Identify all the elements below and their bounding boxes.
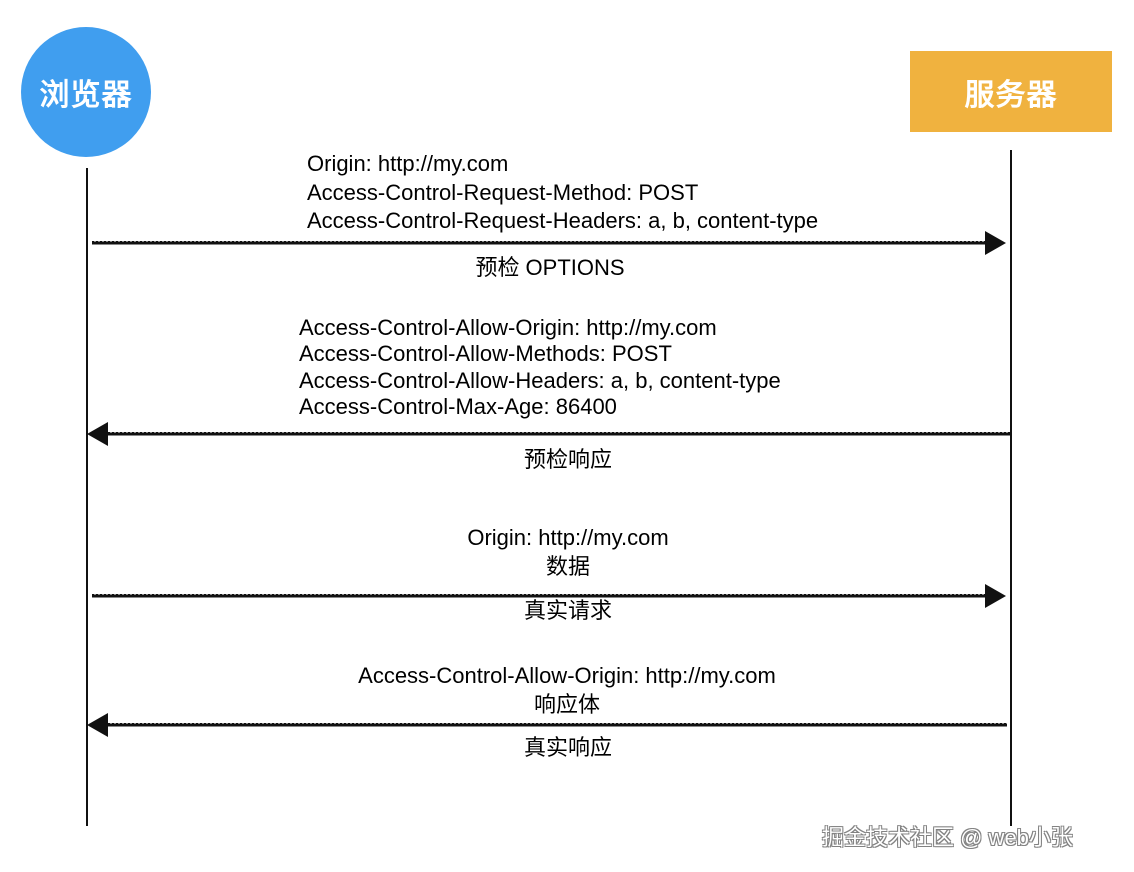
actual-response-arrow (87, 713, 1007, 737)
header-line: Access-Control-Allow-Methods: POST (299, 341, 672, 367)
browser-label: 浏览器 (39, 79, 133, 112)
preflight-response-headers: Access-Control-Allow-Origin: http://my.c… (299, 315, 781, 420)
header-line: 数据 (545, 553, 590, 579)
actual-request-headers: Origin: http://my.com 数据 (418, 524, 718, 581)
actual-response-headers: Access-Control-Allow-Origin: http://my.c… (317, 662, 817, 719)
header-line: Access-Control-Allow-Origin: http://my.c… (299, 315, 717, 340)
actual-request-arrow (92, 584, 1006, 608)
preflight-request-label: 预检 OPTIONS (475, 255, 625, 280)
actual-response-label: 真实响应 (523, 735, 612, 760)
preflight-request-headers: Origin: http://my.com Access-Control-Req… (307, 150, 818, 236)
preflight-request-arrow (92, 231, 1006, 255)
header-line: Access-Control-Allow-Origin: http://my.c… (358, 663, 776, 688)
browser-actor: 浏览器 (21, 27, 151, 157)
header-line: Access-Control-Request-Headers: a, b, co… (307, 208, 819, 233)
watermark: 掘金技术社区 @ web小张 (822, 825, 1073, 850)
header-line: Origin: http://my.com (307, 151, 509, 176)
preflight-response-label: 预检响应 (523, 447, 612, 472)
header-line: Access-Control-Request-Method: POST (307, 179, 699, 205)
header-line: Origin: http://my.com (467, 525, 669, 550)
server-label: 服务器 (964, 78, 1058, 112)
actual-request-label: 真实请求 (523, 598, 612, 623)
preflight-response-arrow (87, 422, 1011, 446)
server-actor: 服务器 (910, 51, 1112, 132)
header-line: Access-Control-Allow-Headers: a, b, cont… (299, 367, 781, 393)
header-line: Access-Control-Max-Age: 86400 (299, 393, 617, 419)
header-line: 响应体 (533, 691, 600, 717)
